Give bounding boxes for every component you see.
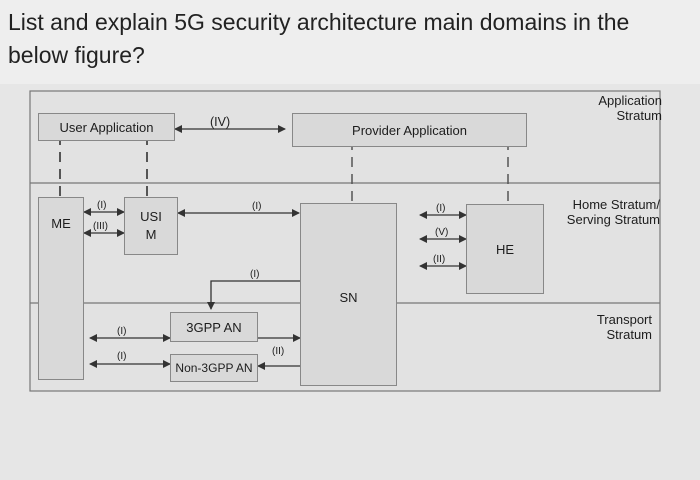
sn-an-feed-arrow [207,280,300,310]
provider-application-box: Provider Application [292,113,527,147]
security-architecture-figure: User Application Provider Application ME… [0,84,700,480]
usim-box: USI M [124,197,178,255]
3gpp-an-box: 3GPP AN [170,312,258,342]
application-stratum-label: Application Stratum [598,93,662,123]
domain-label-me-usim-i: (I) [97,200,107,211]
sn-label: SN [339,290,358,305]
he-label: HE [495,241,515,257]
domain-label-me-3gpp-i: (I) [117,326,127,337]
domain-label-sn-he-i: (I) [436,203,446,214]
home-serving-stratum-label: Home Stratum/ Serving Stratum [566,197,660,227]
domain-label-me-usim-iii: (III) [93,221,108,232]
non-3gpp-an-box: Non-3GPP AN [170,354,258,382]
me-label: ME [51,216,71,231]
domain-label-me-non3gpp-i: (I) [117,351,127,362]
domain-label-an-sn-ii: (II) [272,346,285,357]
domain-label-iv: (IV) [210,115,231,129]
domain-label-sn-he-ii: (II) [433,254,446,265]
sn-box: SN [300,203,397,386]
user-application-box: User Application [38,113,175,141]
usim-label-line1: USI [140,209,162,224]
domain-label-sn-he-v: (V) [435,227,449,238]
transport-stratum-label: Transport Stratum [596,312,652,342]
usim-label-line2: M [145,227,157,242]
he-box: HE [466,204,544,294]
question-text: List and explain 5G security architectur… [8,9,630,68]
me-box: ME [38,197,84,380]
domain-label-usim-sn-i: (I) [252,201,262,212]
domain-label-an-feed-i: (I) [250,269,260,280]
